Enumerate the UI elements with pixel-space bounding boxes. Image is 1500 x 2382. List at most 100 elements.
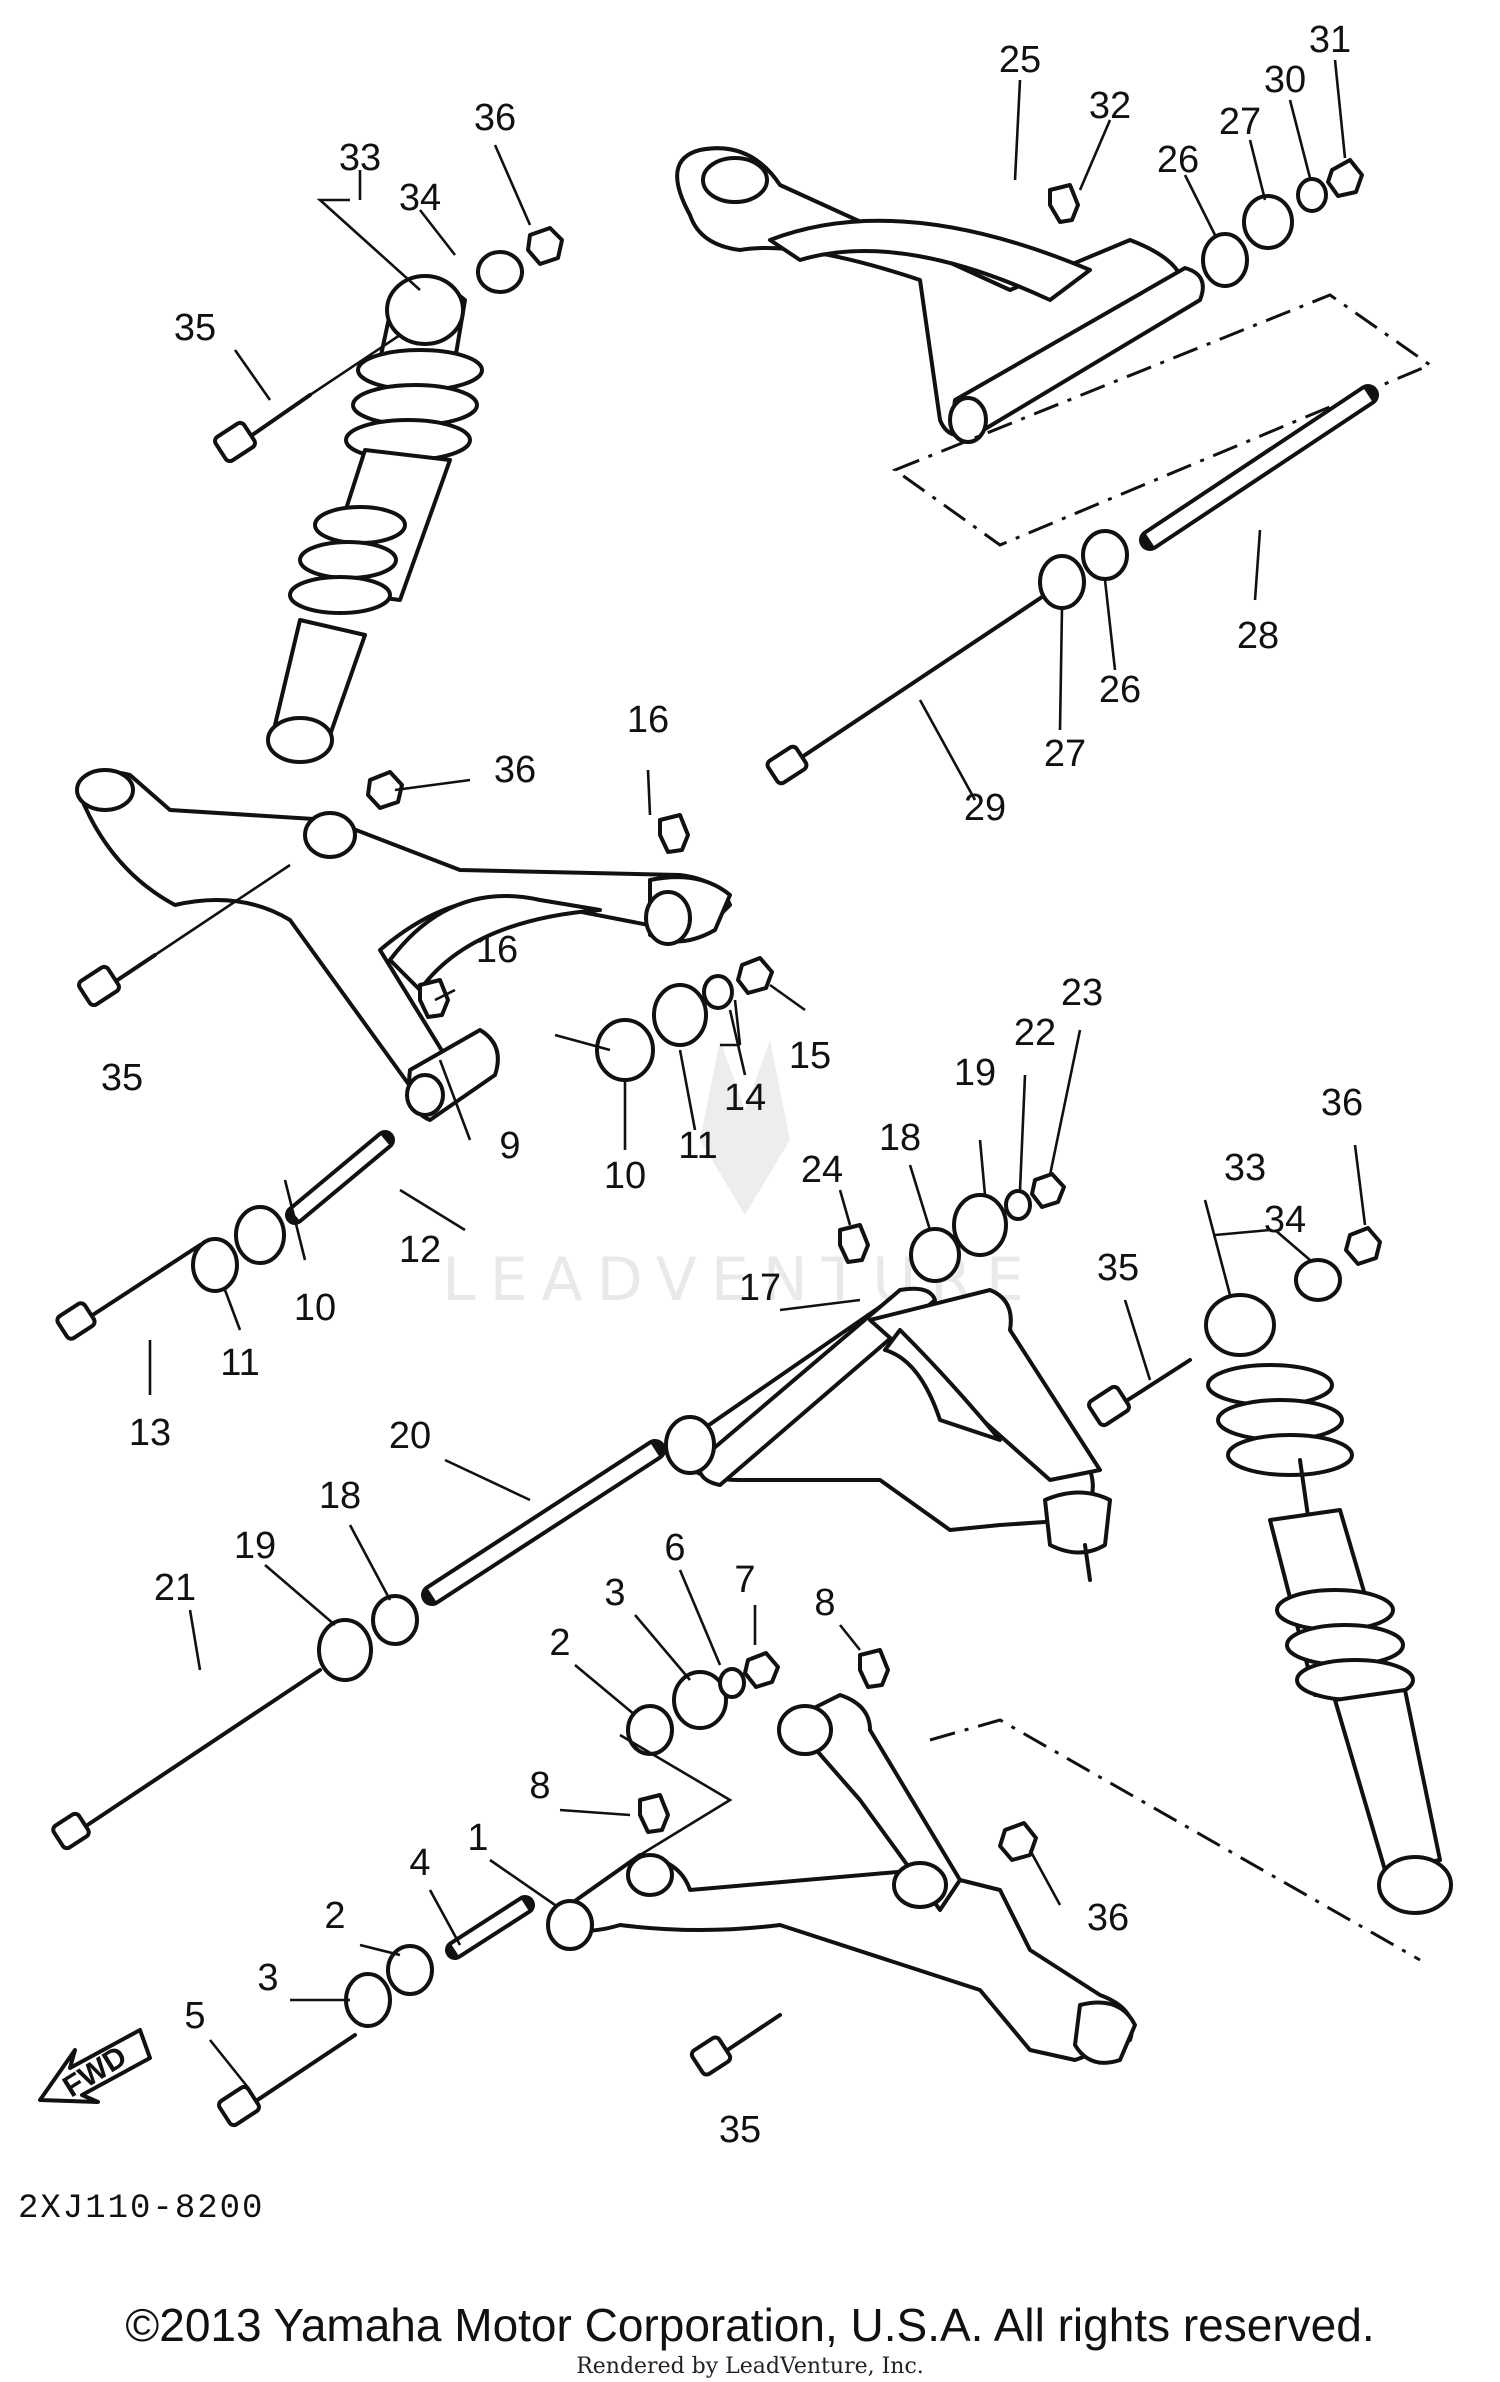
bushing-2-b [386, 1944, 434, 1996]
nut-36-b [366, 770, 404, 810]
callout-4: 4 [409, 1842, 430, 1884]
callout-35-lower: 35 [719, 2109, 761, 2151]
washer-14 [702, 974, 734, 1010]
callout-35-mid: 35 [101, 1057, 143, 1099]
callout-numbers: 25 32 26 27 30 31 28 26 27 29 33 34 36 3… [101, 19, 1363, 2151]
callout-10-lower: 10 [294, 1287, 336, 1329]
lower-arm-9 [75, 768, 732, 1122]
callout-34-left: 34 [399, 177, 441, 219]
bolt-5 [217, 2033, 357, 2128]
bolt-axis-35a [309, 333, 401, 397]
lower-arm-1 [546, 1693, 1137, 2065]
callout-19-upper: 19 [954, 1052, 996, 1094]
nut-23 [1030, 1172, 1066, 1209]
washer-27-lower [1038, 554, 1086, 610]
callout-3-upper: 3 [604, 1572, 625, 1614]
callout-13: 13 [129, 1412, 171, 1454]
bolt-axis-35b [154, 863, 291, 957]
callout-8-upper: 8 [814, 1582, 835, 1624]
nut-7 [743, 1651, 780, 1689]
collar-4-inner [451, 1899, 529, 1956]
callout-12: 12 [399, 1229, 441, 1271]
callout-14: 14 [724, 1077, 766, 1119]
callout-26-lower: 26 [1099, 669, 1141, 711]
callout-22: 22 [1014, 1012, 1056, 1054]
bushing-34-a [476, 250, 524, 294]
callout-2-lower: 2 [324, 1895, 345, 1937]
washer-6 [718, 1667, 746, 1699]
bolt-35-b [77, 953, 157, 1008]
bolt-29 [765, 593, 1047, 786]
callout-26-upper: 26 [1157, 139, 1199, 181]
bolt-13 [55, 1243, 202, 1341]
callout-31: 31 [1309, 19, 1351, 61]
callout-23: 23 [1061, 972, 1103, 1014]
callout-2-upper: 2 [549, 1622, 570, 1664]
forward-arrow-icon: FWD [38, 2028, 152, 2104]
upper-arm-17 [664, 1286, 1112, 1582]
nut-15 [736, 956, 774, 995]
callout-34-right: 34 [1264, 1199, 1306, 1241]
upper-arm-25 [675, 146, 1205, 444]
washer-27-upper [1242, 194, 1294, 250]
nut-36-c [1344, 1226, 1382, 1266]
callout-36-right: 36 [1321, 1082, 1363, 1124]
callout-21: 21 [154, 1567, 196, 1609]
callout-10-upper: 10 [604, 1155, 646, 1197]
callout-16-lower: 16 [476, 929, 518, 971]
bushing-10-b [234, 1205, 286, 1265]
nut-31 [1326, 158, 1364, 198]
bracket-box-upper [891, 293, 1434, 547]
callout-27-lower: 27 [1044, 733, 1086, 775]
callout-15: 15 [789, 1035, 831, 1077]
callout-1: 1 [467, 1817, 488, 1859]
callout-35-right: 35 [1097, 1247, 1139, 1289]
callout-36-lower: 36 [1087, 1897, 1129, 1939]
callout-3-lower: 3 [257, 1957, 278, 1999]
bolt-35-a [213, 393, 312, 464]
callout-16-upper: 16 [627, 699, 669, 741]
bushing-18-a [909, 1227, 961, 1283]
callout-9: 9 [499, 1125, 520, 1167]
grease-nipple-24 [838, 1223, 870, 1264]
callout-11-lower: 11 [220, 1342, 259, 1384]
callout-36-mid: 36 [494, 749, 536, 791]
washer-22 [1004, 1189, 1032, 1221]
shock-absorber-right [1204, 1293, 1453, 1915]
callout-27-upper: 27 [1219, 101, 1261, 143]
nut-36-a [526, 226, 564, 266]
callout-8-lower: 8 [529, 1765, 550, 1807]
collar-12-inner [291, 1135, 389, 1220]
callout-18-upper: 18 [879, 1117, 921, 1159]
callout-17: 17 [739, 1267, 781, 1309]
callout-19-lower: 19 [234, 1525, 276, 1567]
bushing-26-upper [1201, 232, 1249, 288]
bolt-35-c [1087, 1358, 1192, 1428]
collar-28-inner [1146, 389, 1372, 546]
bushing-18-b [371, 1594, 419, 1646]
washer-30 [1296, 177, 1328, 213]
collar-20-inner [428, 1444, 659, 1601]
grease-nipple-32 [1048, 183, 1080, 224]
callout-33-right: 33 [1224, 1147, 1266, 1189]
callout-24: 24 [801, 1149, 843, 1191]
nut-36-d [998, 1821, 1038, 1862]
grease-nipple-8-a [858, 1648, 890, 1689]
washer-19-a [952, 1193, 1008, 1257]
callout-11-upper: 11 [678, 1125, 717, 1167]
grease-nipple-16-b [418, 978, 450, 1019]
callout-5: 5 [184, 1995, 205, 2037]
copyright-text: ©2013 Yamaha Motor Corporation, U.S.A. A… [125, 2299, 1375, 2351]
callout-6: 6 [664, 1527, 685, 1569]
callout-25: 25 [999, 39, 1041, 81]
bolt-21 [51, 1668, 322, 1851]
callout-7: 7 [734, 1559, 755, 1601]
washer-19-b [317, 1618, 373, 1682]
washer-3-b [344, 1972, 392, 2028]
callout-28: 28 [1237, 615, 1279, 657]
callout-33-left: 33 [339, 137, 381, 179]
rendered-by-text: Rendered by LeadVenture, Inc. [576, 2354, 924, 2379]
diagram-code: 2XJ110-8200 [18, 2190, 265, 2228]
washer-11-b [191, 1237, 239, 1293]
